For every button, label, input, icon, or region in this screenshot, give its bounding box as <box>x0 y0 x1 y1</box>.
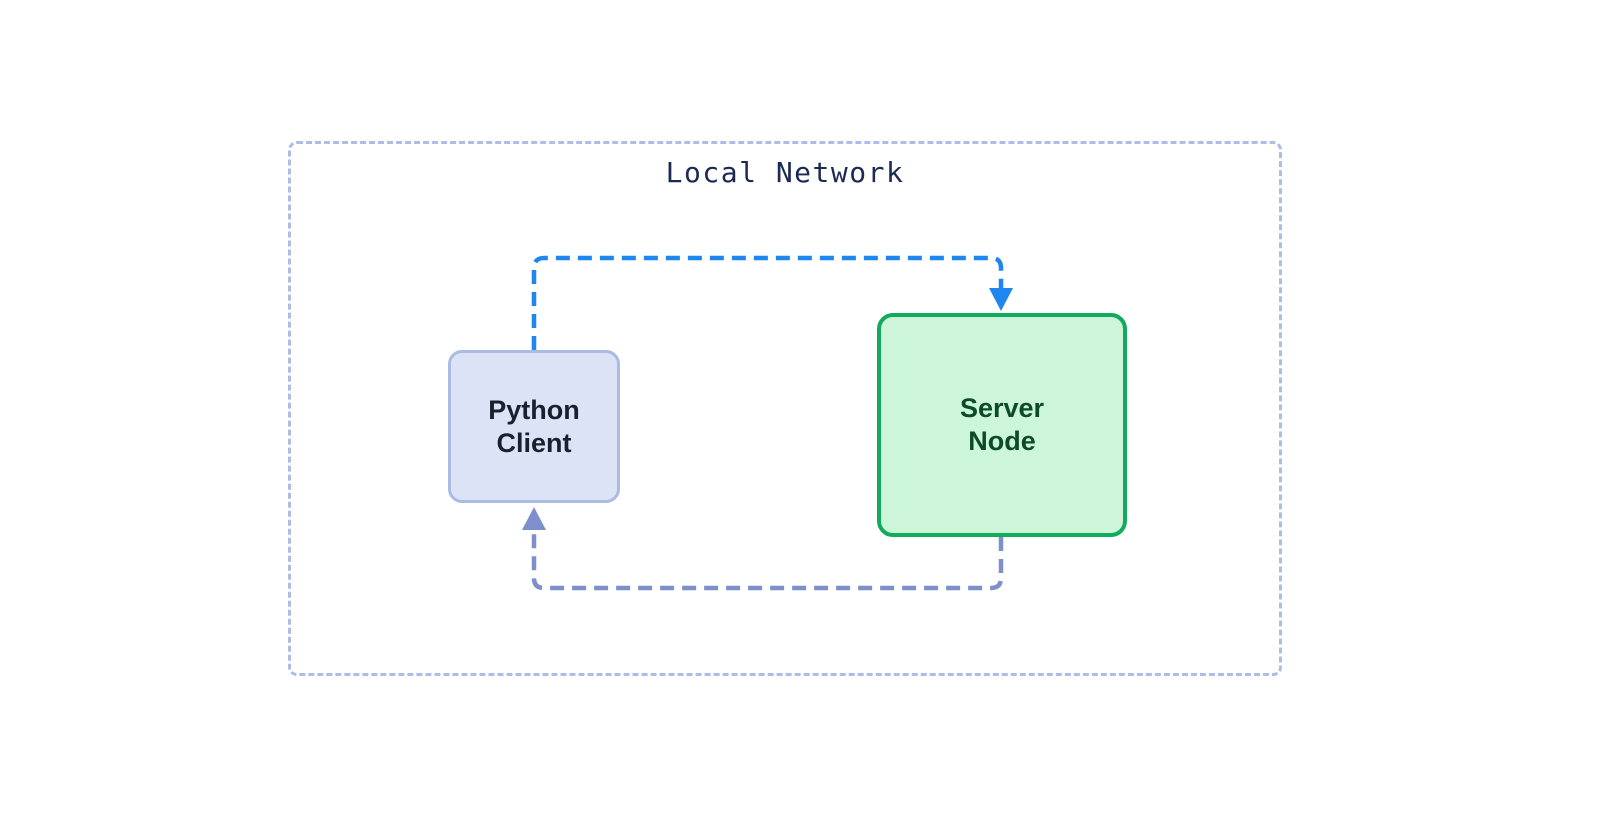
node-python-client-label: Python Client <box>488 394 580 458</box>
node-python-client[interactable]: Python Client <box>448 350 620 503</box>
node-server-node-label: Server Node <box>959 393 1045 456</box>
local-network-title: Local Network <box>665 156 905 189</box>
node-server-node[interactable]: Server Node <box>877 313 1127 537</box>
local-network-boundary <box>288 141 1282 676</box>
